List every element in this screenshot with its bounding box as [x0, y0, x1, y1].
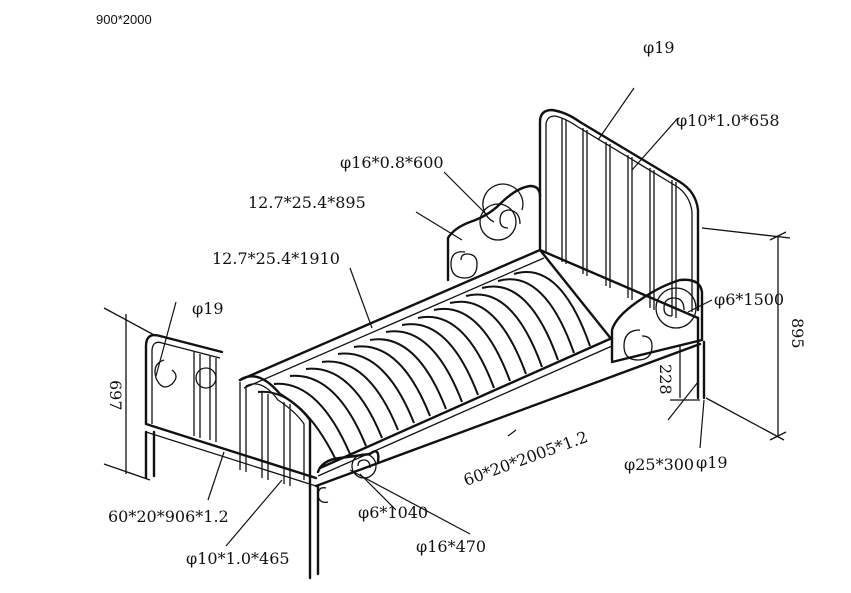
- label-foot-scroll-wire: φ6*1040: [358, 503, 428, 522]
- label-head-vertical-bars: φ10*1.0*658: [676, 111, 780, 130]
- label-foot-height: 697: [106, 380, 125, 411]
- label-head-side-scroll: φ16*0.8*600: [340, 153, 444, 172]
- label-scroll-wire: φ6*1500: [714, 290, 784, 309]
- head-right-scroll-panel: [610, 278, 704, 364]
- label-leg-cap: φ19: [696, 453, 728, 472]
- label-side-rail-long: 12.7*25.4*1910: [212, 249, 340, 268]
- headboard: [538, 108, 700, 320]
- main-frame: [144, 248, 706, 580]
- head-left-scroll-panel: [446, 183, 542, 282]
- label-leg-height: 228: [656, 364, 675, 395]
- footboard: [144, 333, 312, 488]
- label-side-rail-upper: 12.7*25.4*895: [248, 193, 366, 212]
- label-total-height: 895: [788, 318, 807, 349]
- label-leg-tube: φ25*300: [624, 455, 694, 474]
- label-frame-tube: 60*20*2005*1.2: [461, 427, 590, 490]
- label-head-top-pipe: φ19: [643, 38, 675, 57]
- label-foot-crossbar: 60*20*906*1.2: [108, 507, 229, 526]
- dimension-lines: [103, 227, 791, 481]
- label-foot-scroll-pipe: φ16*470: [416, 537, 486, 556]
- foot-side-scroll-panel: [316, 450, 380, 504]
- label-foot-bars: φ10*1.0*465: [186, 549, 290, 568]
- label-foot-top-pipe: φ19: [192, 299, 224, 318]
- headboard-bars: [561, 118, 677, 318]
- size-label: 900*2000: [96, 12, 152, 27]
- leader-lines: [155, 87, 713, 547]
- footboard-bars: [193, 352, 291, 486]
